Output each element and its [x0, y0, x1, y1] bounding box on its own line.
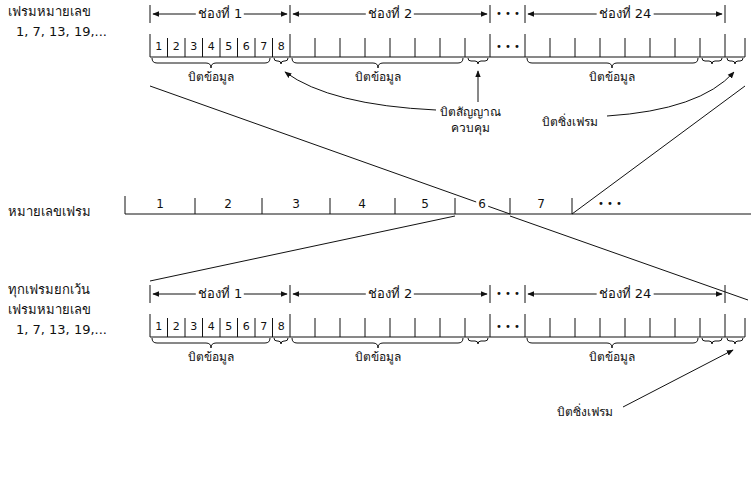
bit-number: 1 — [153, 40, 164, 53]
frame-label: เฟรมหมายเลข — [6, 4, 93, 20]
frame-number: 5 — [419, 197, 431, 211]
frame-structure — [150, 5, 745, 68]
ellipsis: • • • — [494, 8, 522, 20]
bit-number: 3 — [188, 40, 199, 53]
frame-number: 3 — [290, 197, 302, 211]
data-bit-label: บิตข้อมูล — [587, 350, 637, 364]
channel-label: ช่องที่ 1 — [196, 6, 244, 22]
channel-label: ช่องที่ 24 — [597, 6, 654, 22]
bit-number: 6 — [241, 40, 252, 53]
frame-number: 7 — [535, 197, 547, 211]
channel-label: ช่องที่ 2 — [366, 286, 414, 302]
data-bit-label: บิตข้อมูล — [353, 70, 403, 84]
frame-number-label: หมายเลขเฟรม — [6, 204, 93, 220]
channel-label: ช่องที่ 24 — [597, 286, 654, 302]
bit-number: 7 — [258, 40, 269, 53]
data-bit-label: บิตข้อมูล — [186, 70, 236, 84]
bit-number: 2 — [171, 40, 182, 53]
bit-number: 7 — [258, 320, 269, 333]
leader-arrow — [285, 71, 734, 407]
ellipsis: • • • — [494, 321, 522, 333]
frame-number: 4 — [356, 197, 368, 211]
bit-number: 2 — [171, 320, 182, 333]
framing-bit-label: บิตซิ่งเฟรม — [540, 115, 600, 129]
frame-number-line — [125, 196, 751, 214]
channel-label: ช่องที่ 2 — [366, 6, 414, 22]
frame-number: 6 — [476, 197, 488, 211]
bit-number: 4 — [206, 40, 217, 53]
frame-structure — [150, 285, 745, 348]
frame-number: 1 — [154, 197, 166, 211]
ellipsis: • • • — [494, 288, 522, 300]
ellipsis: • • • — [596, 198, 624, 210]
data-bit-label: บิตข้อมูล — [587, 70, 637, 84]
frame-label: 1, 7, 13, 19,... — [14, 24, 109, 40]
bit-number: 8 — [276, 320, 287, 333]
bit-number: 5 — [223, 40, 234, 53]
frame-label: เฟรมหมายเลข — [6, 302, 93, 318]
ellipsis: • • • — [494, 41, 522, 53]
signal-bit-label: ควบคุม — [449, 121, 492, 135]
frame-number: 2 — [222, 197, 234, 211]
channel-label: ช่องที่ 1 — [196, 286, 244, 302]
signal-bit-label: บิตสัญญาณ — [438, 105, 503, 119]
bit-number: 3 — [188, 320, 199, 333]
data-bit-label: บิตข้อมูล — [353, 350, 403, 364]
frame-label: ทุกเฟรมยกเว้น — [6, 282, 92, 298]
bit-number: 8 — [276, 40, 287, 53]
data-bit-label: บิตข้อมูล — [186, 350, 236, 364]
framing-bit-label: บิตซิ่งเฟรม — [555, 405, 615, 419]
bit-number: 4 — [206, 320, 217, 333]
bit-number: 6 — [241, 320, 252, 333]
expansion-line — [150, 86, 748, 300]
frame-label: 1, 7, 13, 19,... — [14, 322, 109, 338]
bit-number: 1 — [153, 320, 164, 333]
bit-number: 5 — [223, 320, 234, 333]
